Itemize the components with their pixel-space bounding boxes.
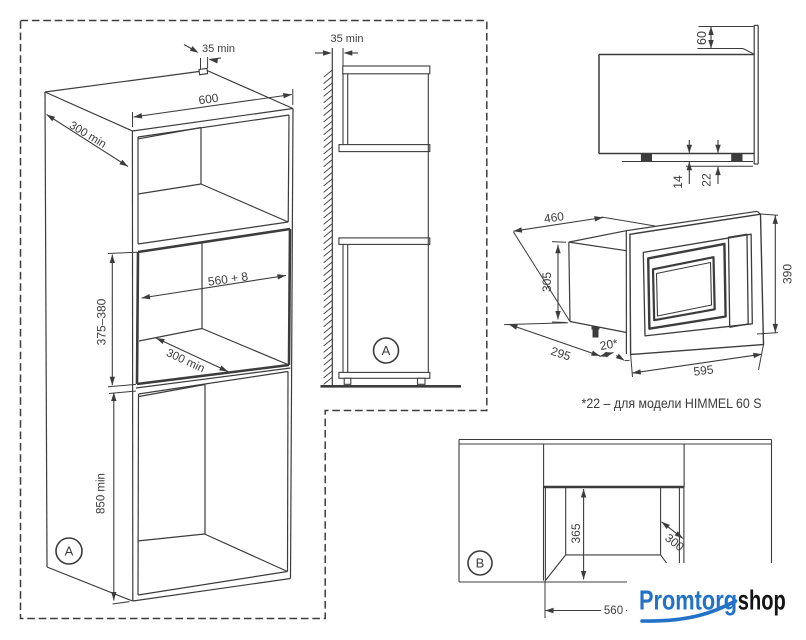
svg-text:Promtorg: Promtorg xyxy=(639,585,737,616)
svg-text:295: 295 xyxy=(549,344,573,364)
svg-text:*22 – для модели HIMMEL 60 S: *22 – для модели HIMMEL 60 S xyxy=(582,396,762,411)
svg-text:595: 595 xyxy=(693,362,715,378)
svg-text:460: 460 xyxy=(543,209,565,226)
svg-text:850 min: 850 min xyxy=(96,473,108,514)
svg-text:305: 305 xyxy=(540,272,554,292)
svg-text:22: 22 xyxy=(700,173,714,187)
svg-text:560 + 8: 560 + 8 xyxy=(207,269,249,289)
svg-text:365: 365 xyxy=(569,523,583,543)
svg-text:35 min: 35 min xyxy=(330,33,363,45)
svg-text:375–380: 375–380 xyxy=(95,298,109,345)
svg-text:14: 14 xyxy=(671,175,685,189)
svg-text:600: 600 xyxy=(198,91,220,108)
svg-text:B: B xyxy=(476,556,485,571)
svg-text:60: 60 xyxy=(695,31,709,45)
svg-text:560: 560 xyxy=(604,605,623,617)
svg-text:35 min: 35 min xyxy=(202,43,235,55)
svg-text:A: A xyxy=(65,544,74,559)
svg-text:A: A xyxy=(382,343,391,358)
svg-text:shop: shop xyxy=(738,585,786,616)
svg-text:390: 390 xyxy=(781,264,795,284)
svg-text:20*: 20* xyxy=(599,336,619,353)
